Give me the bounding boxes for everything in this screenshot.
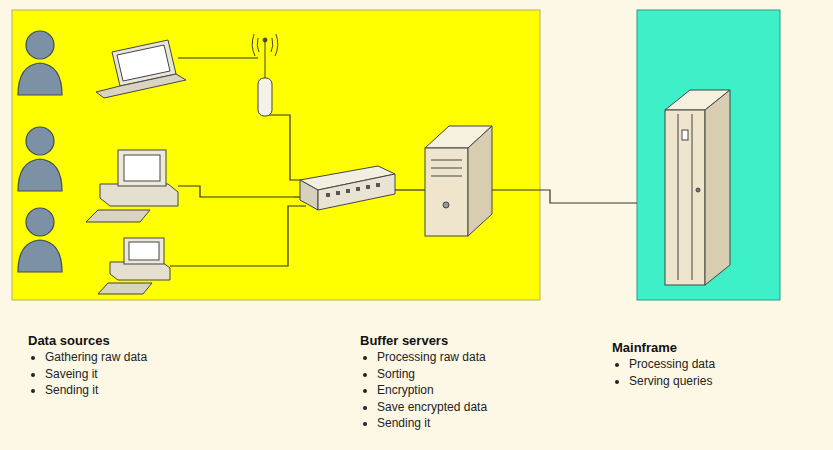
mainframe-icon [665,90,730,285]
group-heading: Mainframe [612,339,715,356]
node-text-block: Buffer serversProcessing raw dataSorting… [360,332,487,432]
task-item: Sorting [377,366,487,383]
network-switch-icon [300,166,395,210]
mainframe-group: MainframeProcessing dataServing queries [637,10,780,300]
user-figures [18,31,62,272]
desktop-computer-icon [98,238,170,294]
task-item: Encryption [377,382,487,399]
task-list: Processing raw dataSortingEncryptionSave… [360,349,487,432]
wireless-antenna-icon [252,34,278,116]
mainframe-region [637,10,780,300]
task-item: Processing raw data [377,349,487,366]
task-item: Gathering raw data [45,349,147,366]
network-cable [255,196,295,197]
network-wires [170,58,700,266]
task-item: Serving queries [629,373,715,390]
group-heading: Data sources [28,332,147,349]
local-network-region [12,10,540,300]
buffer-servers-group: Buffer serversProcessing raw dataSorting… [295,110,545,445]
node-text-block: MainframeProcessing dataServing queries [612,339,715,389]
laptop-icon [96,40,186,98]
task-list: Processing dataServing queries [612,356,715,389]
task-item: Processing data [629,356,715,373]
group-heading: Buffer servers [360,332,487,349]
task-item: Saveing it [45,366,147,383]
task-item: Sending it [377,415,487,432]
task-list: Gathering raw dataSaveing itSending it [28,349,147,399]
network-cable [545,190,637,203]
server-tower-icon [425,126,492,236]
task-item: Sending it [45,382,147,399]
task-item: Save encrypted data [377,399,487,416]
data-sources-group: Data sourcesGathering raw dataSaveing it… [12,12,255,445]
node-text-block: Data sourcesGathering raw dataSaveing it… [28,332,147,399]
desktop-computer-icon [86,150,178,222]
